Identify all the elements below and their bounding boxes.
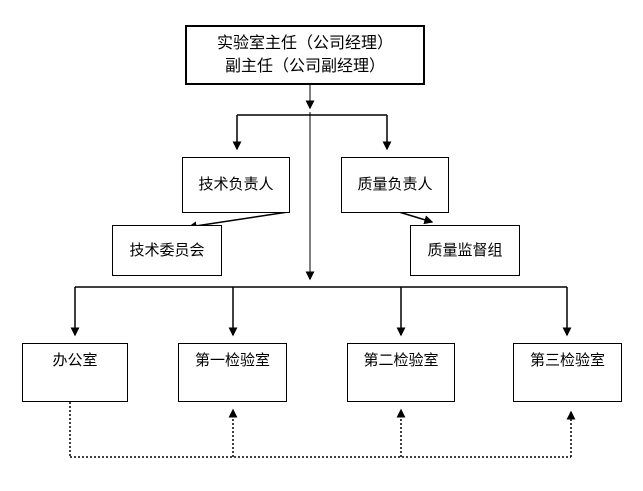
edge-quality-lead-group [398,211,434,225]
lab-three-label: 第三检验室 [529,352,605,369]
org-box-lab-three: 第三检验室 [513,343,622,402]
org-box-tech-committee: 技术委员会 [112,225,222,276]
org-box-quality-lead: 质量负责人 [341,157,449,213]
tech-committee-label: 技术委员会 [129,241,205,259]
quality-lead-label: 质量负责人 [357,176,433,194]
org-box-tech-lead: 技术负责人 [182,157,290,213]
edge-tech-lead-committee [187,211,289,231]
edge-director-departments [70,286,572,337]
lab-one-label: 第一检验室 [194,352,270,369]
org-box-lab-two: 第二检验室 [347,343,455,402]
quality-group-label: 质量监督组 [427,241,503,259]
org-box-quality-group: 质量监督组 [410,225,520,276]
edge-director-leads [232,114,392,151]
director-title-line2: 副主任（公司副经理） [224,58,385,75]
director-title-line1: 实验室主任（公司经理） [216,34,393,52]
office-label: 办公室 [52,352,98,369]
org-box-office: 办公室 [22,343,128,402]
org-box-lab-one: 第一检验室 [178,343,287,402]
lab-two-label: 第二检验室 [363,352,439,369]
org-box-director: 实验室主任（公司经理） 副主任（公司副经理） [185,25,425,85]
tech-lead-label: 技术负责人 [198,176,274,194]
edge-office-labs-dotted [69,402,576,458]
